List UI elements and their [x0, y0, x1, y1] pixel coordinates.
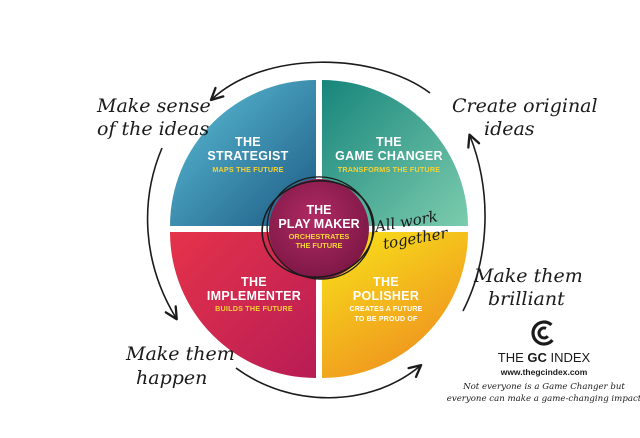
polisher-title-the: THE: [373, 275, 399, 289]
strategist-title: STRATEGIST: [207, 149, 288, 163]
label-make-sense-2: of the ideas: [97, 118, 209, 140]
play-maker-scribble-ring: [261, 180, 375, 278]
label-create-original-2: ideas: [484, 118, 535, 140]
label-make-happen-2: happen: [136, 367, 207, 389]
gc-logo-letters: GC: [0, 0, 2, 1]
arrow-right: [462, 133, 486, 312]
play-maker-scribble-ring-2: [266, 176, 374, 280]
label-make-sense-1: Make sense: [96, 95, 211, 117]
play-maker-circle: [269, 179, 369, 279]
strategist-title-the: THE: [235, 135, 261, 149]
arrow-left: [146, 147, 178, 321]
arrow-bottom: [235, 363, 423, 399]
play-maker-subtitle-1: ORCHESTRATES: [289, 232, 350, 241]
brand-tagline-2: everyone can make a game-changing impact: [447, 394, 640, 404]
arrow-top: [209, 61, 431, 102]
implementer-subtitle: BUILDS THE FUTURE: [215, 304, 293, 313]
brand-name: THE GC INDEX: [498, 350, 591, 365]
implementer-quadrant: [170, 232, 316, 378]
brand-name-suffix: INDEX: [551, 350, 591, 365]
polisher-title: POLISHER: [353, 289, 419, 303]
gc-index-logo: GC: [0, 0, 557, 346]
label-make-happen-1: Make them: [125, 343, 235, 365]
brand-tagline-1: Not everyone is a Game Changer but: [462, 382, 625, 392]
brand-url: www.thegcindex.com: [500, 367, 588, 377]
game-changer-title-the: THE: [376, 135, 402, 149]
gc-logo-outer-ring: [531, 320, 557, 346]
polisher-subtitle-1: CREATES A FUTURE: [350, 306, 423, 313]
label-create-original-1: Create original: [452, 95, 598, 117]
strategist-subtitle: MAPS THE FUTURE: [212, 165, 283, 174]
brand-name-bold: GC: [527, 350, 550, 365]
gc-logo-inner-ring: [537, 326, 551, 340]
play-maker-subtitle-2: THE FUTURE: [296, 241, 343, 250]
play-maker-title-the: THE: [307, 203, 332, 217]
game-changer-title: GAME CHANGER: [335, 149, 443, 163]
label-make-brilliant-2: brilliant: [488, 288, 565, 310]
brand-name-prefix: THE: [498, 350, 528, 365]
polisher-quadrant: [322, 232, 468, 378]
play-maker-title: PLAY MAKER: [278, 217, 359, 231]
strategist-quadrant: [170, 80, 316, 226]
game-changer-quadrant: [322, 80, 468, 226]
implementer-title-the: THE: [241, 275, 267, 289]
game-changer-subtitle: TRANSFORMS THE FUTURE: [338, 165, 440, 174]
label-make-brilliant-1: Make them: [473, 265, 583, 287]
polisher-subtitle-2: TO BE PROUD OF: [355, 316, 418, 323]
implementer-title: IMPLEMENTER: [207, 289, 301, 303]
